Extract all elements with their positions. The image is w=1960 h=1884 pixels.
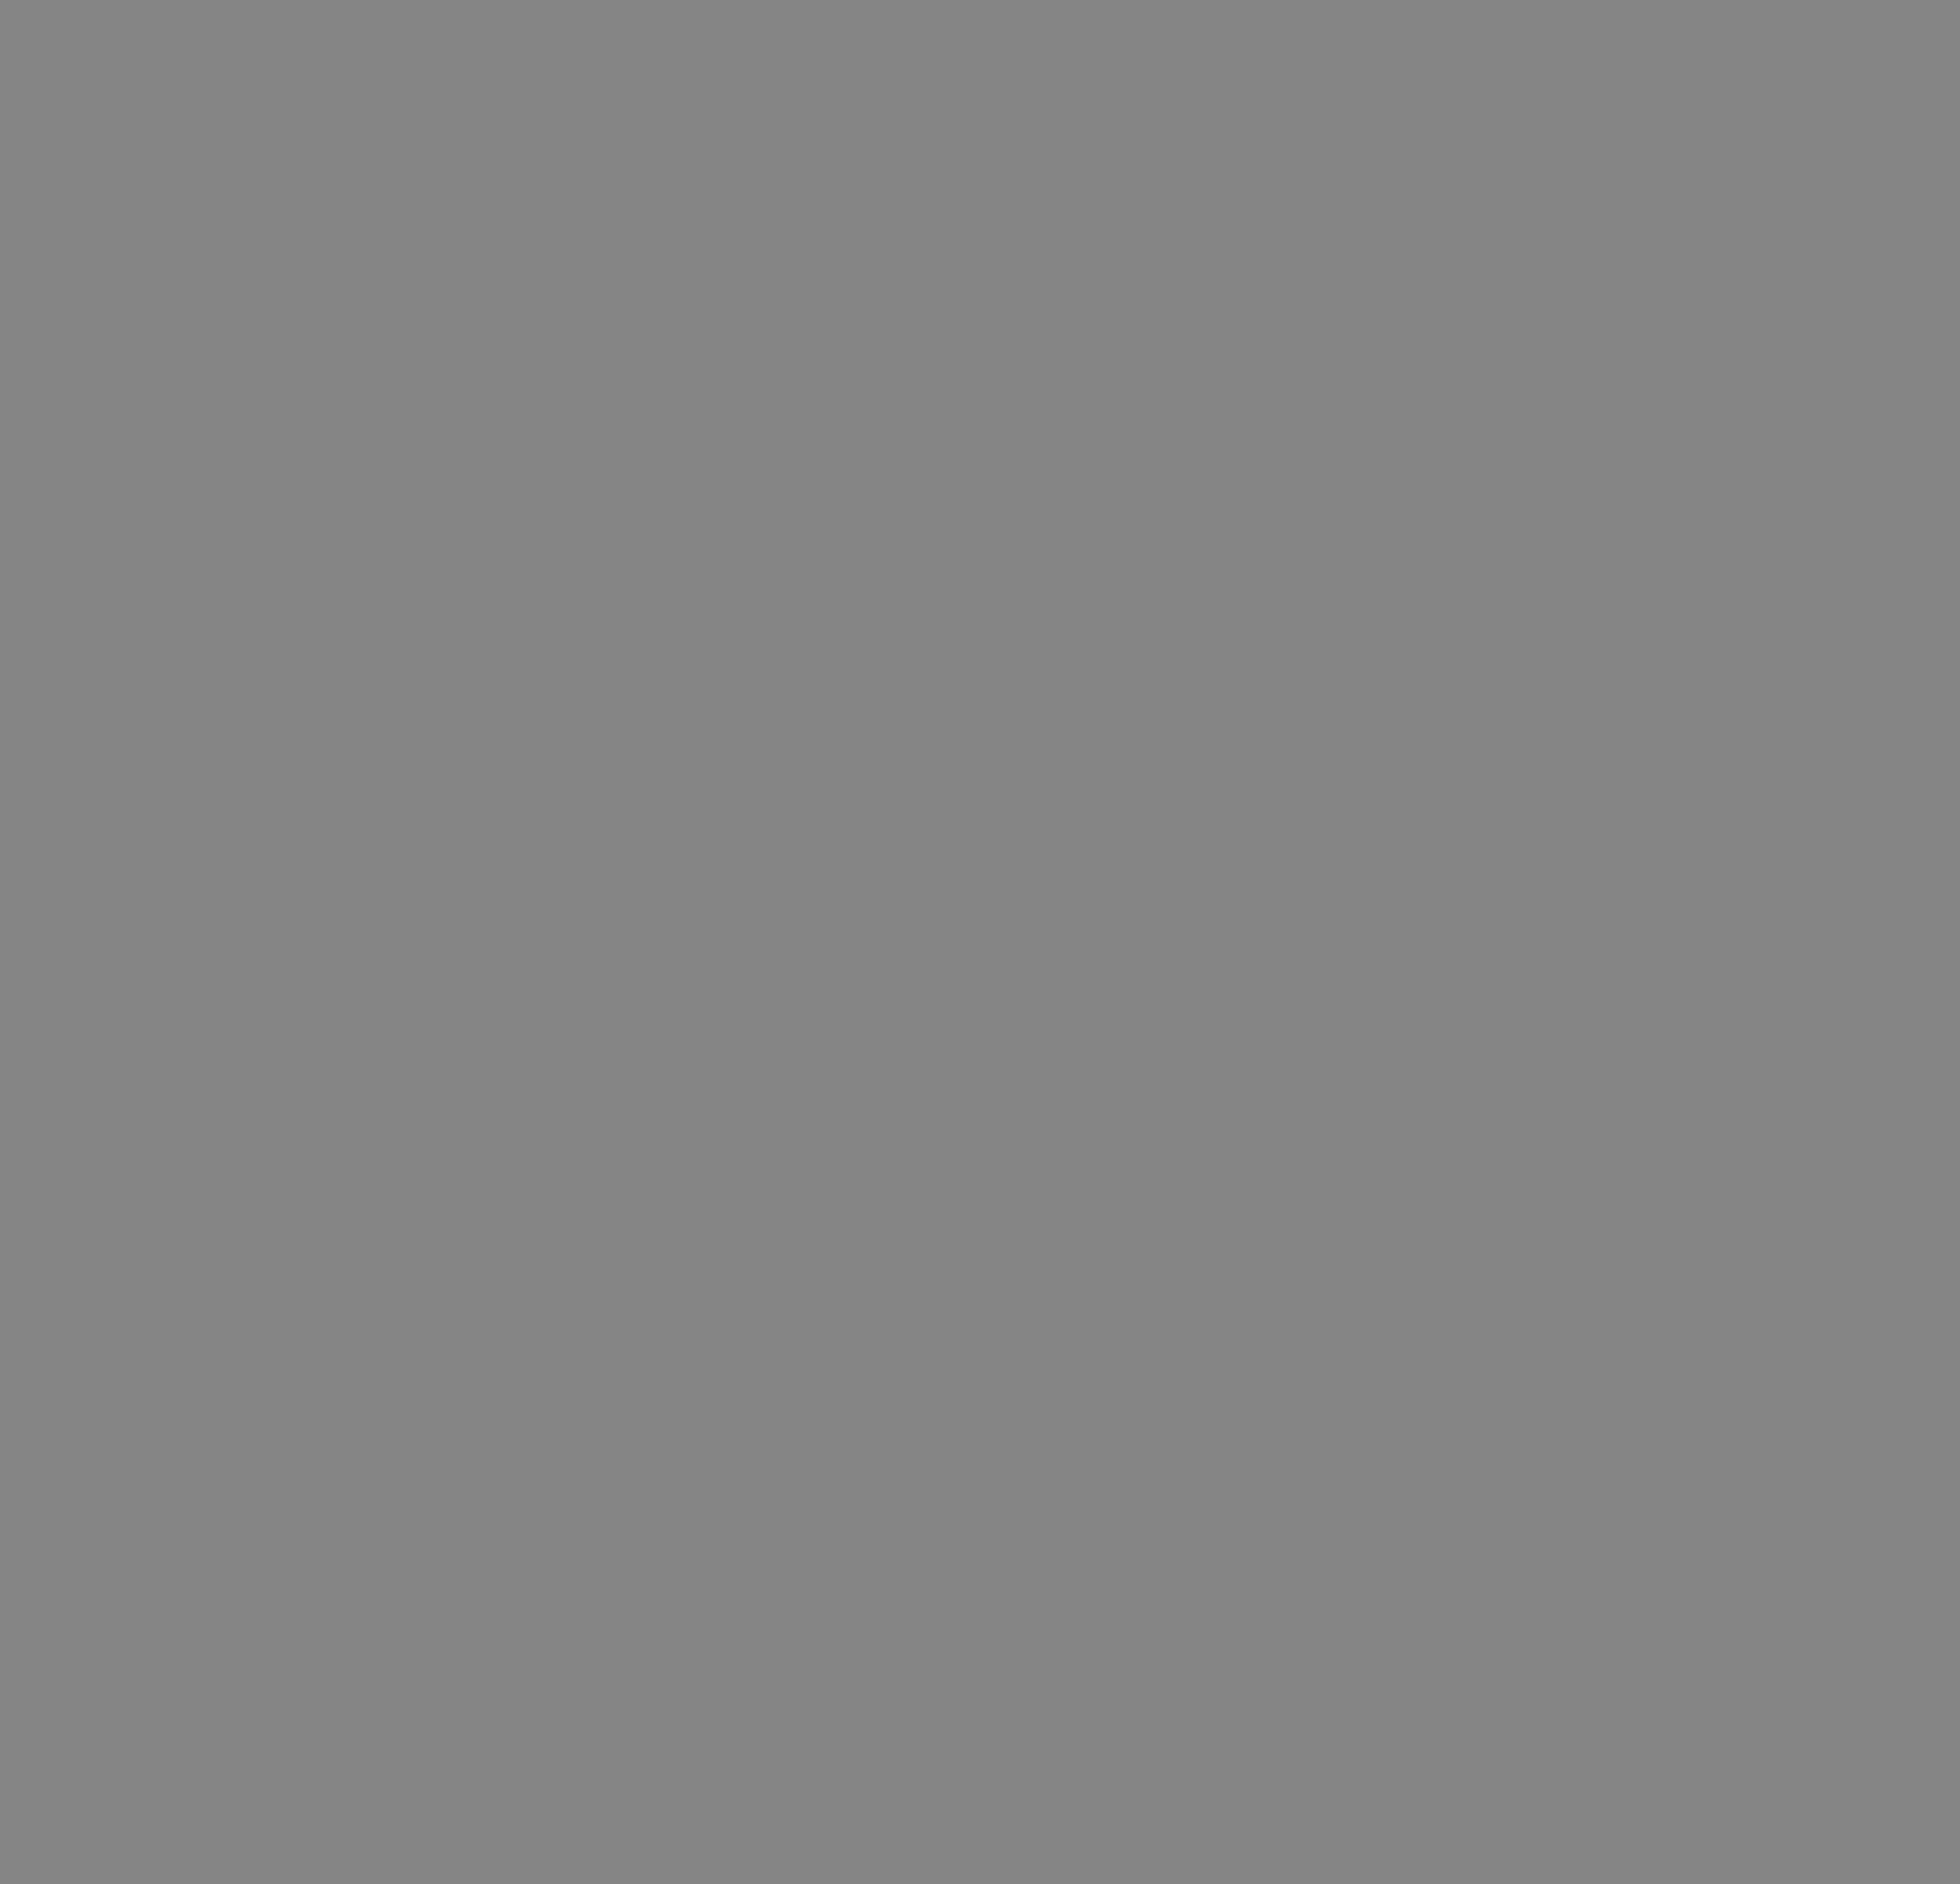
schematic-canvas — [0, 0, 1960, 1884]
